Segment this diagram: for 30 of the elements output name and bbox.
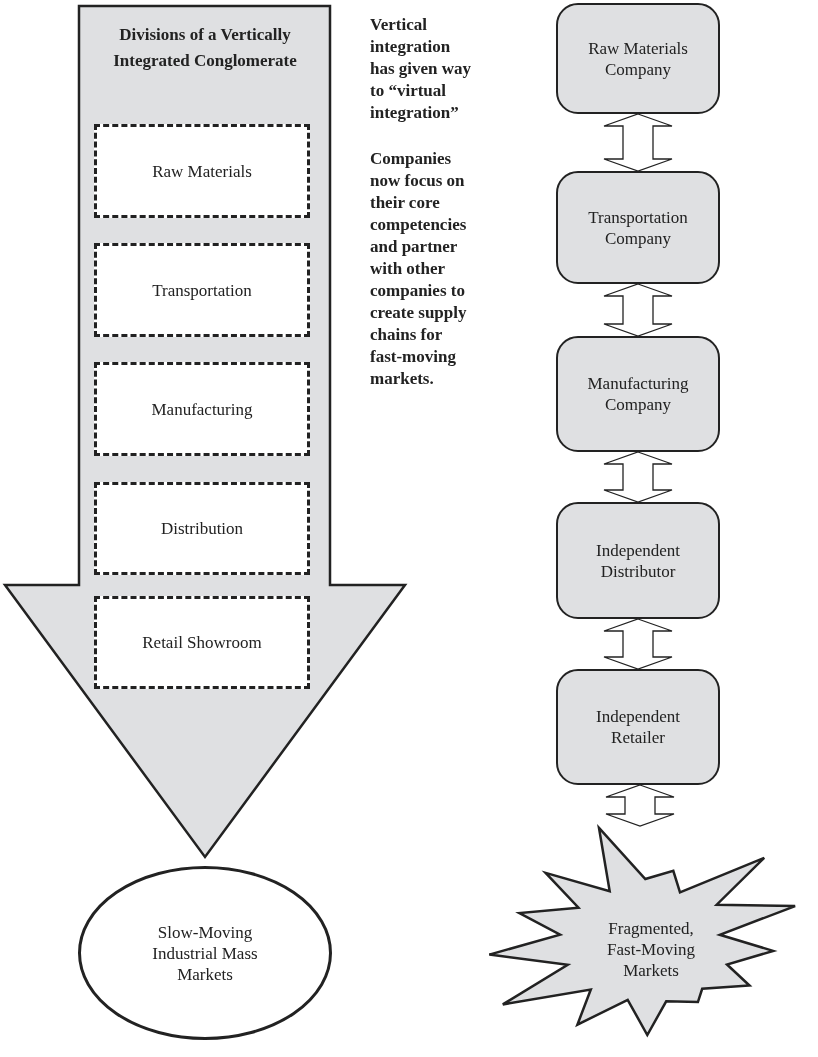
dashed-box <box>94 482 310 575</box>
node-text: Manufacturing <box>151 398 253 420</box>
double-arrow <box>605 784 675 827</box>
node-text: Independent Distributor <box>595 539 681 582</box>
dashed-box <box>94 124 310 218</box>
rounded-box <box>556 171 720 284</box>
rounded-box <box>556 502 720 619</box>
rounded-box <box>556 3 720 114</box>
dashed-box <box>94 243 310 337</box>
node-text: Independent Retailer <box>595 706 681 748</box>
rounded-box <box>556 336 720 452</box>
node-text: Transportation <box>152 279 252 301</box>
node-text: Fragmented, Fast-Moving Markets <box>606 918 696 981</box>
dashed-box <box>94 596 310 689</box>
double-arrow <box>603 283 673 337</box>
note-text: Vertical integration has given way to “virtual integration” <box>370 14 473 124</box>
rounded-box <box>556 669 720 785</box>
heading: Divisions of a Vertically Integrated Conglomerate <box>112 24 298 72</box>
node-text: Transportation Company <box>587 206 689 249</box>
double-arrow <box>603 618 673 670</box>
node-text: Manufacturing Company <box>586 373 690 415</box>
note-text: Companies now focus on their core competencies and partner with other companies to create supply chains for fast-moving markets. <box>370 148 468 390</box>
node-text: Raw Materials <box>152 160 252 182</box>
node-text: Distribution <box>160 518 244 539</box>
double-arrow <box>603 451 673 503</box>
node-text: Slow-Moving Industrial Mass Markets <box>151 921 259 985</box>
double-arrow <box>603 113 673 172</box>
node-text: Raw Materials Company <box>587 37 689 80</box>
node-text: Retail Showroom <box>142 632 262 653</box>
dashed-box <box>94 362 310 456</box>
